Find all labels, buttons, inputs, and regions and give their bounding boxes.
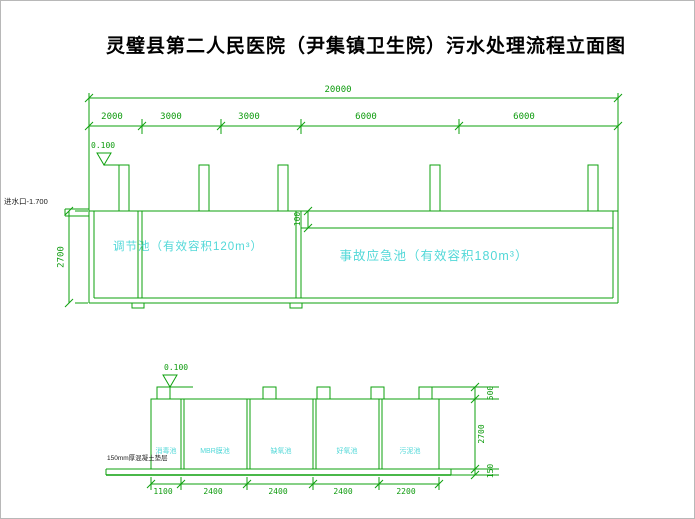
- segment-dimension-4: 6000: [355, 112, 377, 122]
- compartment-label-2: MBR膜池: [200, 448, 230, 455]
- upper-level-label: 0.100: [91, 141, 116, 150]
- lower-width-dimension-5: 2200: [396, 487, 416, 496]
- upper-height-dimension: 2700: [56, 246, 67, 268]
- lower-width-dimension-1: 1100: [153, 487, 173, 496]
- upper-step-dimension-label: 100: [293, 211, 302, 227]
- compartment-label-1: 消毒池: [155, 448, 177, 455]
- drawing-title: 灵璧县第二人民医院（尹集镇卫生院）污水处理流程立面图: [105, 36, 627, 57]
- regulation-tank-label: 调节池（有效容积120m³）: [112, 241, 264, 253]
- inlet-label: 进水口-1.700: [4, 197, 48, 206]
- lower-structure: [105, 386, 452, 476]
- lower-right-dimension: [432, 382, 499, 480]
- compartment-label-5: 污泥池: [399, 448, 421, 455]
- upper-left-dimension: [64, 206, 88, 308]
- upper-dimension-lines: [84, 93, 623, 303]
- lower-level-label: 0.100: [164, 363, 189, 372]
- upper-level-mark-icon: [96, 152, 129, 166]
- lower-height-dimension-2700: 2700: [477, 424, 486, 444]
- compartment-label-4: 好氧池: [336, 448, 358, 455]
- upper-columns: [118, 164, 599, 212]
- lower-width-dimension-4: 2400: [333, 487, 353, 496]
- upper-step-dimension: [303, 206, 313, 233]
- lower-height-dimension-500: 500: [486, 385, 495, 401]
- segment-dimension-5: 6000: [513, 112, 535, 122]
- segment-dimension-2: 3000: [160, 112, 182, 122]
- segment-dimension-1: 2000: [101, 112, 123, 122]
- segment-dimension-3: 3000: [238, 112, 260, 122]
- lower-bottom-dimension: [146, 477, 444, 490]
- overall-dimension-label: 20000: [324, 85, 352, 95]
- lower-height-dimension-150: 150: [486, 463, 495, 479]
- slab-note-label: 150mm厚混凝土垫层: [107, 455, 168, 462]
- emergency-tank-label: 事故应急池（有效容积180m³）: [339, 249, 529, 263]
- lower-width-dimension-3: 2400: [268, 487, 288, 496]
- lower-width-dimension-2: 2400: [203, 487, 223, 496]
- lower-level-mark-icon: [162, 374, 193, 388]
- upper-tank-structure: [89, 210, 618, 309]
- compartment-label-3: 缺氧池: [270, 448, 292, 455]
